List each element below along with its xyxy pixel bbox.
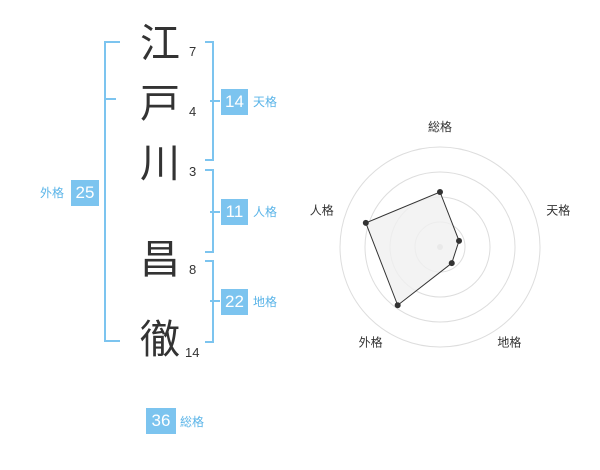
radar-axis-label: 天格 <box>546 203 570 218</box>
name-char-4: 昌 <box>140 237 180 283</box>
gaikaku-label: 外格 <box>40 186 65 200</box>
gaikaku-bracket-tick <box>104 98 116 100</box>
stroke-count-2: 4 <box>189 104 197 119</box>
stroke-count-3: 3 <box>189 164 197 179</box>
soukaku-value: 36 <box>146 408 176 434</box>
soukaku-label: 総格 <box>180 415 205 429</box>
gaikaku-value: 25 <box>71 180 99 206</box>
radar-point <box>437 189 443 195</box>
name-char-5: 徹 <box>140 317 180 363</box>
radar-point <box>448 260 455 267</box>
tenkaku-label: 天格 <box>253 95 278 109</box>
tenkaku-connector <box>210 100 220 102</box>
radar-point <box>456 237 463 244</box>
radar-ring <box>364 171 516 323</box>
stroke-count-1: 7 <box>189 44 197 59</box>
jinkaku-connector <box>210 211 220 213</box>
jinkaku-label: 人格 <box>253 205 278 219</box>
radar-axis-label: 人格 <box>310 203 334 218</box>
name-char-3: 川 <box>140 141 180 187</box>
name-char-1: 江 <box>140 21 180 67</box>
radar-axis-label: 外格 <box>359 334 383 349</box>
gaikaku-bracket <box>104 41 120 342</box>
chikaku-connector <box>210 300 220 302</box>
radar-point <box>394 302 401 309</box>
radar-axis-label: 地格 <box>497 334 521 349</box>
jinkaku-value: 11 <box>221 199 248 225</box>
chikaku-label: 地格 <box>253 295 278 309</box>
radar-point <box>362 219 369 226</box>
radar-ring <box>339 146 541 348</box>
radar-axis-label: 総格 <box>428 119 452 134</box>
name-char-2: 戸 <box>140 81 180 127</box>
radar-series-polygon <box>365 191 460 307</box>
stroke-count-5: 14 <box>185 345 200 360</box>
chikaku-value: 22 <box>221 289 248 315</box>
tenkaku-value: 14 <box>221 89 248 115</box>
stroke-count-4: 8 <box>189 262 197 277</box>
